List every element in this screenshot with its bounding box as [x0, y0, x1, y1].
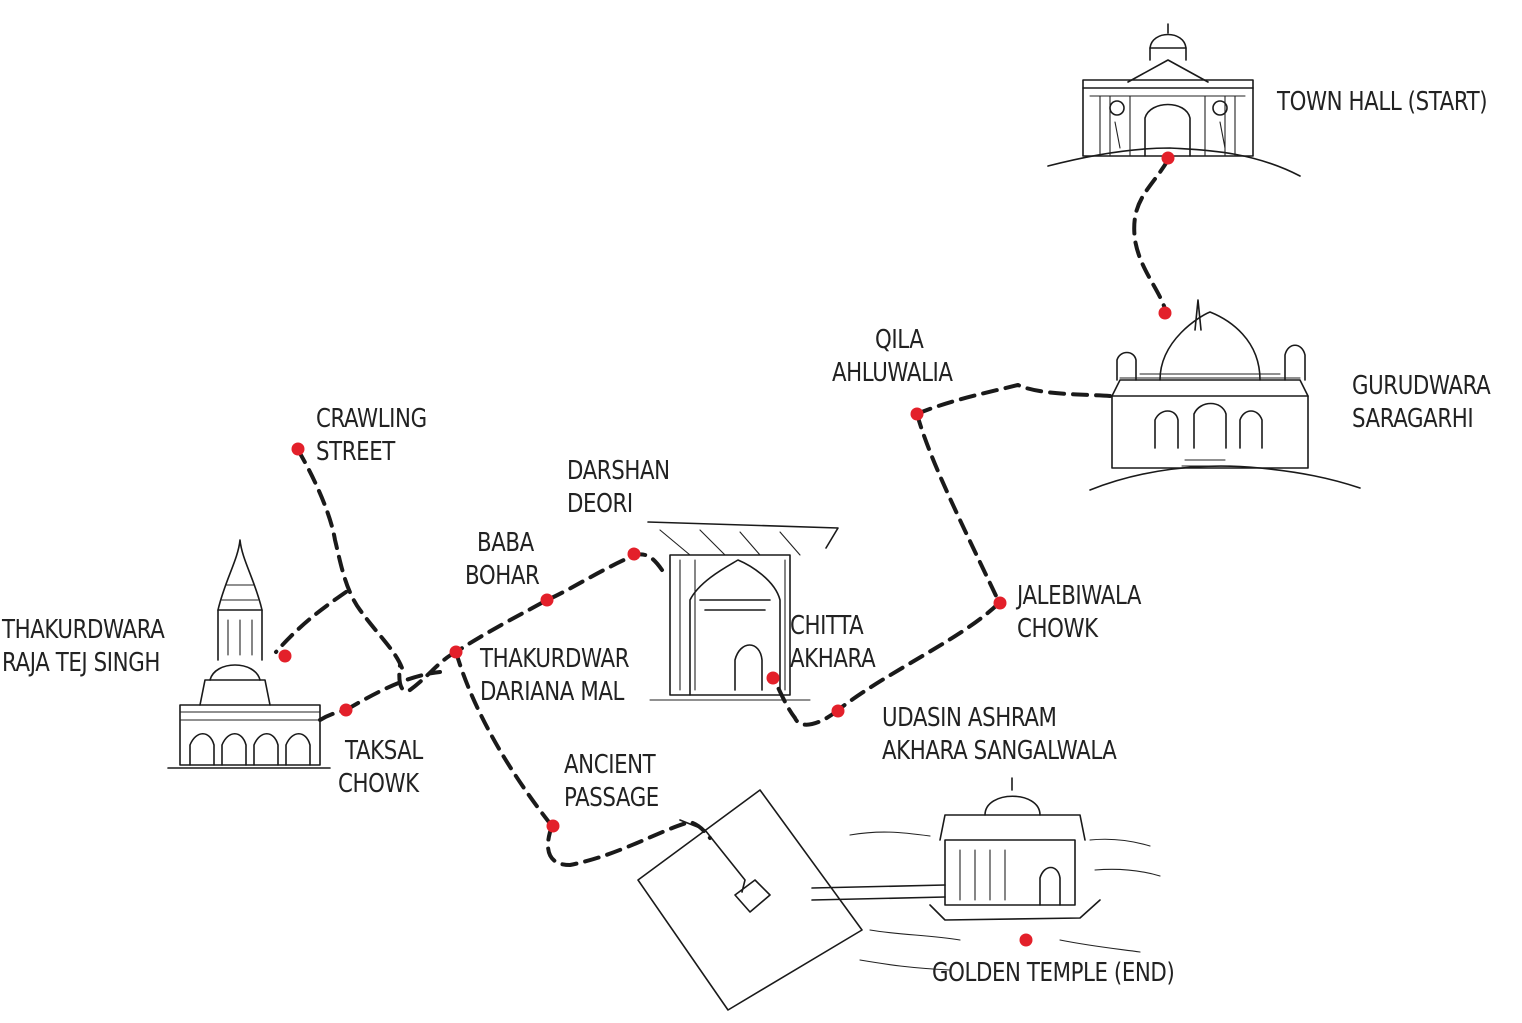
label-line: THAKURDWAR — [480, 644, 630, 674]
label-qila-ahluwalia: QILA — [875, 324, 924, 357]
label-line: CRAWLING — [316, 404, 427, 434]
label-line: QILA — [875, 325, 924, 355]
golden-temple-sketch — [637, 777, 1161, 1011]
stop-marker-ancient-passage[interactable] — [546, 819, 560, 833]
label-baba-bohar: BABA — [477, 527, 534, 560]
label-udasin-ashram: UDASIN ASHRAM AKHARA SANGALWALA — [882, 702, 1117, 768]
label-line: BOHAR — [465, 561, 540, 591]
label-baba-bohar-2: BOHAR — [465, 560, 540, 593]
stop-marker-qila-ahluwalia[interactable] — [910, 407, 924, 421]
stop-marker-udasin-ashram[interactable] — [831, 704, 845, 718]
label-crawling-street: CRAWLING STREET — [316, 403, 427, 469]
label-gurudwara-saragarhi: GURUDWARA SARAGARHI — [1352, 370, 1491, 436]
stop-marker-golden-temple[interactable] — [1019, 933, 1033, 947]
label-line: JALEBIWALA — [1017, 581, 1142, 611]
stop-marker-chitta-akhara[interactable] — [766, 671, 780, 685]
stop-marker-taksal-chowk[interactable] — [339, 703, 353, 717]
label-line: BABA — [477, 528, 534, 558]
label-line: TOWN HALL (START) — [1277, 87, 1488, 117]
label-line: AKHARA — [790, 644, 876, 674]
label-line: CHOWK — [338, 769, 419, 799]
stop-markers — [278, 151, 1175, 947]
gurudwara-saragarhi-sketch — [1089, 299, 1361, 491]
label-town-hall: TOWN HALL (START) — [1277, 86, 1488, 119]
label-qila-ahluwalia-2: AHLUWALIA — [832, 357, 953, 390]
label-thakurdwar-dariana-mal: THAKURDWAR DARIANA MAL — [480, 643, 630, 709]
walking-route — [274, 158, 1170, 867]
label-line: DARIANA MAL — [480, 677, 624, 707]
label-line: DEORI — [567, 489, 633, 519]
label-taksal-chowk: TAKSAL — [345, 735, 423, 768]
label-line: CHITTA — [790, 611, 864, 641]
label-chitta-akhara: CHITTA AKHARA — [790, 610, 876, 676]
label-line: AHLUWALIA — [832, 358, 953, 388]
label-taksal-chowk-2: CHOWK — [338, 768, 419, 801]
label-line: STREET — [316, 437, 395, 467]
stop-marker-thakurdwara-raja-tej-singh[interactable] — [278, 649, 292, 663]
label-ancient-passage: ANCIENT PASSAGE — [564, 749, 659, 815]
label-line: THAKURDWARA — [2, 615, 165, 645]
label-line: ANCIENT — [564, 750, 656, 780]
label-line: SARAGARHI — [1352, 404, 1474, 434]
label-line: AKHARA SANGALWALA — [882, 736, 1117, 766]
label-darshan-deori: DARSHAN DEORI — [567, 455, 670, 521]
stop-marker-gurudwara-saragarhi[interactable] — [1158, 306, 1172, 320]
label-line: TAKSAL — [345, 736, 423, 766]
town-hall-sketch — [1047, 23, 1301, 177]
label-line: GOLDEN TEMPLE (END) — [932, 958, 1175, 988]
label-line: RAJA TEJ SINGH — [2, 648, 160, 678]
label-thakurdwara-raja-tej-singh: THAKURDWARA RAJA TEJ SINGH — [2, 614, 165, 680]
label-line: CHOWK — [1017, 614, 1098, 644]
stop-marker-crawling-street[interactable] — [291, 442, 305, 456]
thakurdwara-sketch — [167, 539, 331, 769]
label-line: DARSHAN — [567, 456, 670, 486]
label-line: GURUDWARA — [1352, 371, 1491, 401]
label-golden-temple: GOLDEN TEMPLE (END) — [932, 957, 1175, 990]
stop-marker-jalebiwala-chowk[interactable] — [993, 596, 1007, 610]
stop-marker-baba-bohar[interactable] — [540, 593, 554, 607]
label-line: PASSAGE — [564, 783, 659, 813]
stop-marker-thakurdwar-dariana-mal[interactable] — [449, 645, 463, 659]
stop-marker-darshan-deori[interactable] — [627, 547, 641, 561]
stop-marker-town-hall[interactable] — [1161, 151, 1175, 165]
label-jalebiwala-chowk: JALEBIWALA CHOWK — [1017, 580, 1142, 646]
label-line: UDASIN ASHRAM — [882, 703, 1057, 733]
